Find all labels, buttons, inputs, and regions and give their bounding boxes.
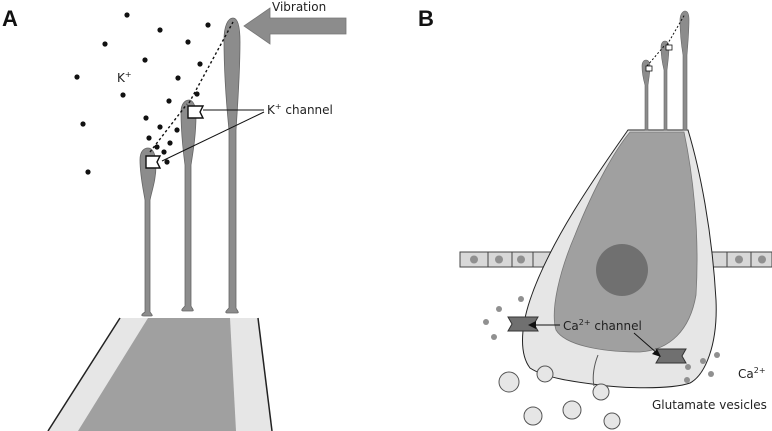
hair-cell <box>522 129 717 389</box>
glutamate-vesicles-label: Glutamate vesicles <box>652 398 767 412</box>
k-ion <box>157 27 163 33</box>
k-ion <box>185 39 191 45</box>
panel-a-stereocilia <box>139 17 241 317</box>
k-ion <box>205 22 211 28</box>
ca-ion <box>496 306 502 312</box>
ca-ion <box>685 364 691 370</box>
panel-b-label: B <box>418 6 434 31</box>
k-ion <box>161 149 167 155</box>
k-ion <box>143 115 149 121</box>
vesicle-budding <box>536 365 554 383</box>
stereocilium-short <box>139 147 157 317</box>
k-ion <box>146 135 152 141</box>
ca-ion <box>491 334 497 340</box>
ca-ion <box>700 358 706 364</box>
k-ion <box>174 127 180 133</box>
k-ion <box>166 98 172 104</box>
vibration-label: Vibration <box>272 0 326 14</box>
stereocilium-b-tall <box>679 10 690 131</box>
k-channel-b-lower <box>645 65 653 72</box>
k-ion <box>194 91 200 97</box>
k-channel-upper <box>187 105 205 119</box>
ca-channel-label: Ca2+ channel <box>563 318 642 333</box>
ca-ion <box>483 319 489 325</box>
vesicle <box>562 400 582 420</box>
panel-a: A Vibration <box>2 0 347 431</box>
stereocilium-tall <box>223 17 241 314</box>
k-ion <box>164 159 170 165</box>
k-ion <box>142 57 148 63</box>
k-ion <box>124 12 130 18</box>
panel-a-k-ions <box>74 12 211 175</box>
k-ion <box>154 144 160 150</box>
k-ion <box>197 61 203 67</box>
ca-ion <box>714 352 720 358</box>
ca-ion <box>518 296 524 302</box>
k-channel-callout: K+ channel <box>161 102 333 162</box>
k-ion <box>74 74 80 80</box>
panel-b-stereocilia <box>641 10 690 131</box>
stereocilium-b-medium <box>660 40 670 131</box>
k-ion <box>175 75 181 81</box>
vesicle-budding <box>592 383 610 401</box>
vesicle <box>523 406 543 426</box>
vesicle <box>498 371 520 393</box>
glutamate-vesicles <box>498 365 621 430</box>
stereocilium-medium <box>180 99 197 312</box>
k-channel-lower <box>145 155 162 169</box>
ca-channel-callout: Ca2+ channel <box>528 318 661 357</box>
vesicle <box>603 412 621 430</box>
ca-ion <box>708 371 714 377</box>
k-ion <box>157 124 163 130</box>
cell-base-divider <box>592 354 599 387</box>
stereocilium-b-short <box>641 59 651 131</box>
nucleus <box>596 244 648 296</box>
tip-link-upper <box>188 21 234 104</box>
k-ion <box>167 140 173 146</box>
k-ion <box>102 41 108 47</box>
k-channel-label: K+ channel <box>267 102 333 117</box>
panel-a-label: A <box>2 6 18 31</box>
panel-b-ca-ions <box>483 296 720 383</box>
panel-b: B <box>418 6 772 430</box>
ca-channel-left <box>507 316 539 332</box>
ca-channels <box>507 316 687 364</box>
k-ion <box>120 92 126 98</box>
tip-link-lower <box>149 103 188 153</box>
k-ion <box>80 121 86 127</box>
ca-ion-label: Ca2+ <box>738 366 766 381</box>
k-ion-label: K+ <box>117 70 132 85</box>
vibration-arrow: Vibration <box>243 0 347 45</box>
ca-ion <box>684 377 690 383</box>
hair-cell-cytoplasm <box>553 131 698 353</box>
k-ion <box>85 169 91 175</box>
k-channel-b-upper <box>665 44 673 51</box>
panel-a-cell-body <box>47 317 273 431</box>
